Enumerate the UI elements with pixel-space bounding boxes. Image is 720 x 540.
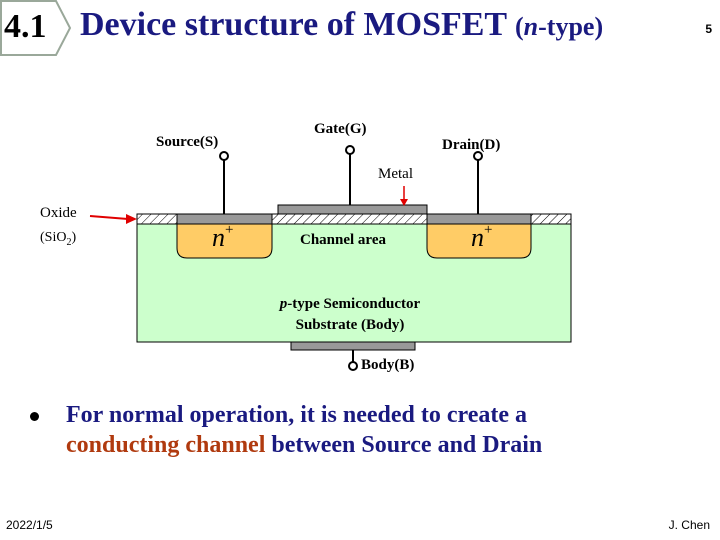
drain-terminal: [473, 151, 483, 161]
substrate-label-line2: Substrate (Body): [295, 317, 405, 333]
gate-metal: [277, 204, 428, 215]
title-suffix: (n-type): [515, 12, 604, 41]
oxide-right: [530, 213, 572, 225]
footer-date: 2022/1/5: [6, 518, 53, 532]
bullet-highlight: conducting channel: [66, 432, 266, 458]
channel-label: Channel area: [300, 232, 386, 248]
source-terminal: [219, 151, 229, 161]
drain-diffusion: [426, 223, 532, 259]
source-diffusion: [176, 223, 273, 259]
oxide-formula: (SiO2): [40, 230, 77, 248]
title-main: Device structure of MOSFET: [80, 6, 507, 43]
body-label: Body(B): [361, 357, 415, 373]
metal-label: Metal: [378, 166, 413, 182]
drain-label: Drain(D): [442, 137, 501, 153]
metal-arrow: [400, 199, 408, 206]
footer-author: J. Chen: [668, 518, 710, 532]
oxide-arrow: [126, 214, 137, 224]
source-nplus-label: n+: [212, 222, 234, 252]
body-terminal: [348, 361, 358, 371]
slide-number: 5: [705, 22, 712, 36]
oxide-gate: [271, 213, 428, 225]
drain-nplus-label: n+: [471, 222, 493, 252]
gate-terminal: [345, 145, 355, 155]
gate-label: Gate(G): [314, 121, 367, 137]
bullet-icon: [30, 412, 39, 421]
section-tab: [0, 0, 72, 56]
substrate-label-line1: p-type Semiconductor: [279, 296, 421, 312]
bullet-text-line2: conducting channel between Source and Dr…: [66, 432, 543, 458]
section-number: 4.1: [4, 8, 47, 45]
oxide-left: [136, 213, 178, 225]
oxide-label: Oxide: [40, 205, 77, 221]
bullet-text-line1: For normal operation, it is needed to cr…: [66, 402, 528, 428]
source-label: Source(S): [156, 134, 219, 150]
body-contact: [290, 341, 416, 351]
slide-title: Device structure of MOSFET (n-type): [80, 6, 603, 44]
